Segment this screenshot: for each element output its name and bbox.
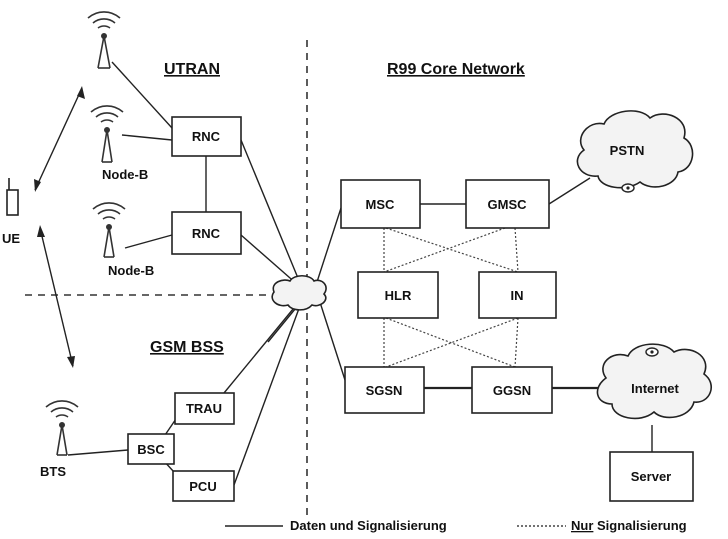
gsm-bss-title: GSM BSS [150,339,224,356]
trau-box: TRAU [174,392,235,425]
pstn-cloud: PSTN [576,110,694,193]
msc-box: MSC [340,179,421,229]
link-rnc1-hub [240,139,301,284]
hub-cloud [271,274,327,311]
server-box: Server [609,451,694,502]
svg-text:IN: IN [511,288,524,303]
legend-dotted-label: Nur Signalisierung [571,518,687,533]
node-b-label: Node-B [108,263,154,278]
link-pcu-hub [233,302,302,486]
svg-text:PCU: PCU [189,479,216,494]
ue-radio-arrow-top [34,86,85,192]
svg-text:TRAU: TRAU [186,401,222,416]
svg-text:RNC: RNC [192,129,221,144]
link-trau-hub [223,302,299,394]
sig-gmsc-in [514,227,519,273]
internet-cloud: Internet [596,343,713,420]
bsc-box: BSC [127,433,175,465]
bts-label: BTS [40,464,66,479]
svg-text:PSTN: PSTN [610,143,645,158]
svg-text:MSC: MSC [366,197,396,212]
svg-text:SGSN: SGSN [366,383,403,398]
sig-msc-in [385,227,519,273]
core-network-title: R99 Core Network [387,61,525,78]
link-hub-msc [315,207,342,286]
utran-title: UTRAN [164,61,220,78]
svg-text:GMSC: GMSC [488,197,528,212]
ggsn-box: GGSN [471,366,553,414]
link-hub-sgsn [317,295,346,381]
sig-in-ggsn [514,317,519,368]
phone-icon [6,178,19,216]
link-bts-bsc [67,449,129,456]
antenna-icon [45,400,79,456]
svg-text:BSC: BSC [137,442,165,457]
legend-solid-label: Daten und Signalisierung [290,518,447,533]
sig-gmsc-hlr [383,227,506,273]
antenna-icon [90,105,124,163]
in-box: IN [478,271,557,319]
hlr-box: HLR [357,271,439,319]
svg-text:HLR: HLR [385,288,412,303]
gmsc-box: GMSC [465,179,550,229]
antenna-icon [87,11,121,69]
link-nodeb-top-rnc1 [111,61,173,129]
link-gmsc-pstn [548,177,591,205]
rnc-box: RNC [171,116,242,157]
link-nodeb2-rnc2 [124,234,173,249]
legend: Daten und Signalisierung Nur Signalisier… [225,518,687,533]
link-rnc2-hub [240,234,299,286]
antenna-icon [92,202,126,258]
link-nodeb1-rnc1 [121,134,173,141]
svg-text:Internet: Internet [631,381,679,396]
ue-label: UE [2,231,20,246]
pcu-box: PCU [172,470,235,502]
sig-in-sgsn [385,317,519,368]
node-b-label: Node-B [102,167,148,182]
sig-hlr-ggsn [385,317,516,368]
svg-text:Server: Server [631,469,671,484]
rnc-box: RNC [171,211,242,255]
svg-text:GGSN: GGSN [493,383,531,398]
sgsn-box: SGSN [344,366,425,414]
svg-text:RNC: RNC [192,226,221,241]
ue-radio-arrow-bottom [37,225,75,368]
